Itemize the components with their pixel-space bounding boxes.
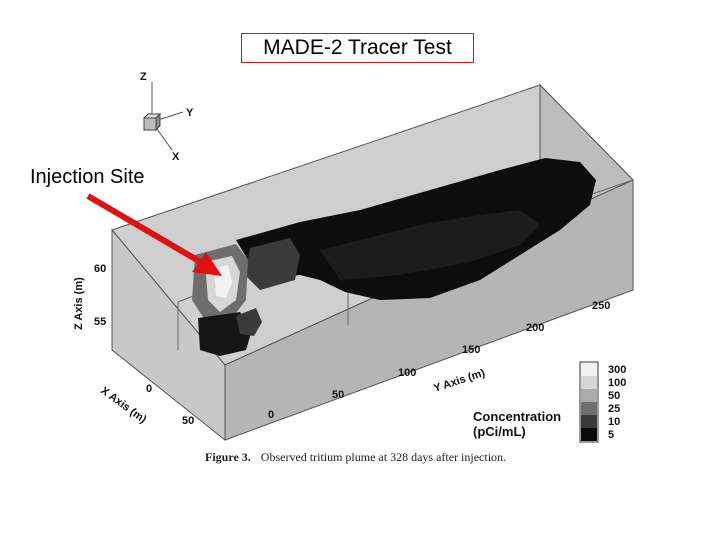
z-tick-60: 60 <box>94 263 106 275</box>
y-tick-250: 250 <box>592 300 610 312</box>
legend-swatch-5 <box>581 428 597 441</box>
legend-level-100: 100 <box>608 377 626 389</box>
y-tick-200: 200 <box>526 322 544 334</box>
legend-level-10: 10 <box>608 416 620 428</box>
z-axis-label: Z Axis (m) <box>73 277 85 330</box>
legend-level-300: 300 <box>608 364 626 376</box>
legend-level-50: 50 <box>608 390 620 402</box>
x-axis-label: X Axis (m) <box>98 385 149 426</box>
x-tick-50: 50 <box>182 415 194 427</box>
y-tick-100: 100 <box>398 367 416 379</box>
legend-swatch-50 <box>581 389 597 402</box>
figure-label: Figure 3. <box>205 450 251 464</box>
legend-swatch-300 <box>581 363 597 376</box>
legend-level-25: 25 <box>608 403 620 415</box>
y-tick-0: 0 <box>268 409 274 421</box>
y-tick-150: 150 <box>462 344 480 356</box>
legend-title: Concentration <box>473 409 561 424</box>
legend-swatch-100 <box>581 376 597 389</box>
concentration-legend: 300 100 50 25 10 5 Concentration (pCi/mL… <box>473 361 626 443</box>
legend-swatch-10 <box>581 415 597 428</box>
triad-y-label: Y <box>186 107 194 119</box>
y-axis-label: Y Axis (m) <box>432 367 487 395</box>
injection-site-label: Injection Site <box>30 166 145 188</box>
triad-z-label: Z <box>140 71 147 83</box>
figure-caption-text: Observed tritium plume at 328 days after… <box>260 450 507 464</box>
figure-caption: Figure 3. Observed tritium plume at 328 d… <box>205 450 506 465</box>
legend-units: (pCi/mL) <box>473 424 526 439</box>
slide-title: MADE-2 Tracer Test <box>241 33 474 63</box>
tritium-plume <box>192 158 596 356</box>
legend-level-5: 5 <box>608 429 614 441</box>
injection-arrow <box>86 193 222 276</box>
y-tick-50: 50 <box>332 389 344 401</box>
z-tick-55: 55 <box>94 316 106 328</box>
x-tick-0: 0 <box>146 383 152 395</box>
triad-x-label: X <box>172 151 180 163</box>
orientation-triad: Z Y X <box>140 71 194 163</box>
legend-swatch-25 <box>581 402 597 415</box>
